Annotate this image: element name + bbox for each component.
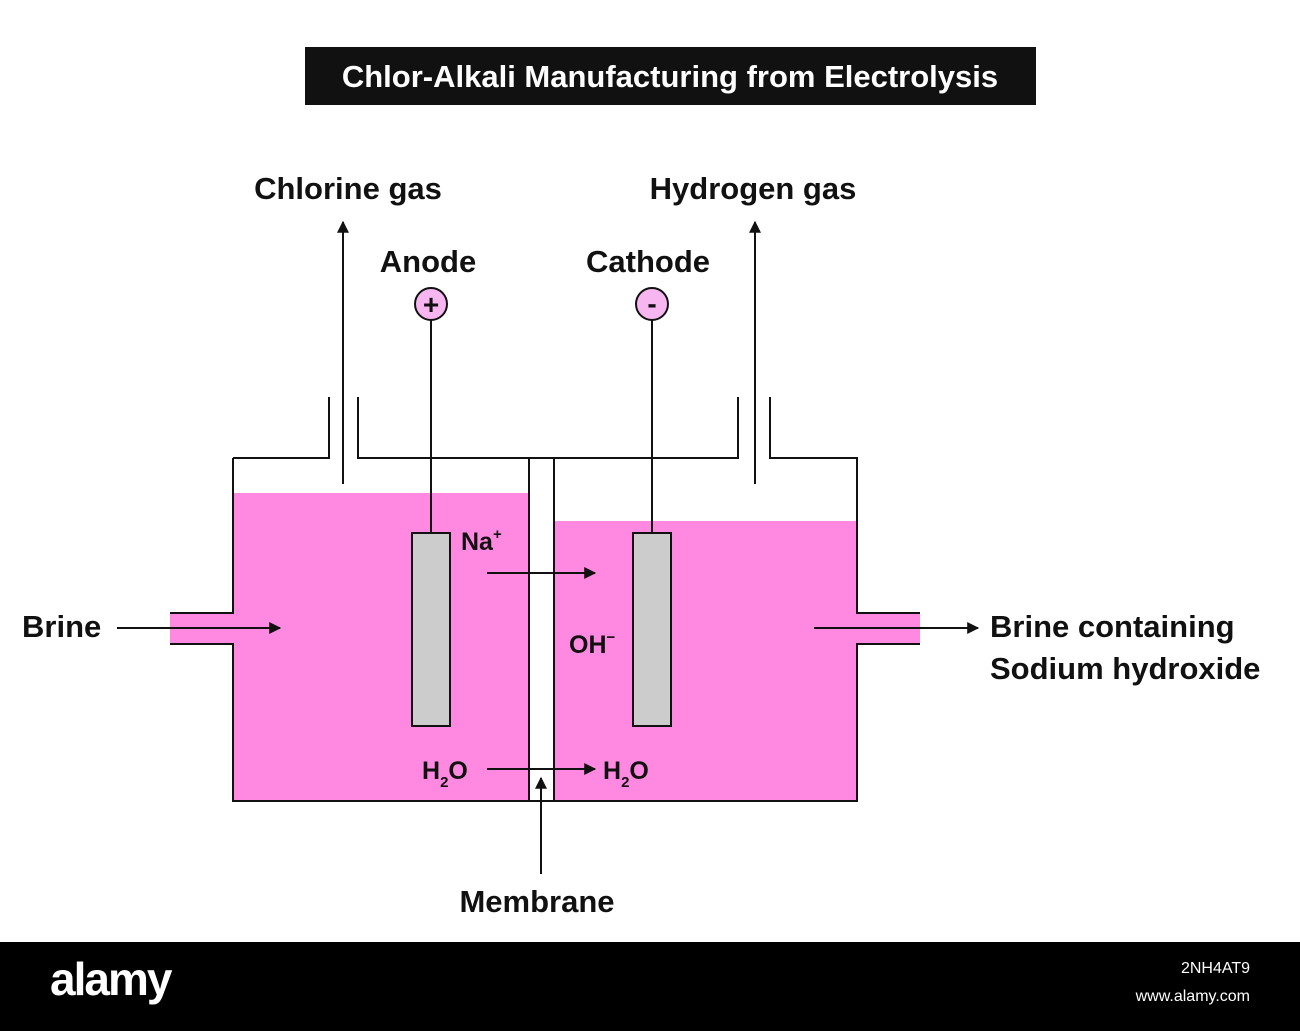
cathode-compartment-solution [554, 521, 857, 801]
water-left-subscript: 2 [440, 774, 448, 791]
cathode-label: Cathode [586, 244, 710, 279]
water-right-subscript: 2 [621, 774, 629, 791]
cathode-terminal-sign: - [647, 288, 656, 319]
water-right-label: H2O [603, 757, 649, 791]
cathode-terminal [635, 287, 669, 321]
water-left-h: H [422, 757, 440, 785]
watermark-url: www.alamy.com [1135, 988, 1250, 1005]
title-background [305, 47, 1036, 105]
anode-compartment-solution [233, 493, 529, 801]
sodium-ion-label: Na+ [461, 526, 502, 556]
diagram-title: Chlor-Alkali Manufacturing from Electrol… [342, 59, 998, 94]
cathode-electrode [632, 532, 672, 727]
anode-label: Anode [380, 244, 476, 279]
anode-electrode [411, 532, 451, 727]
water-left-label: H2O [422, 757, 468, 791]
sodium-ion-charge: + [493, 526, 502, 543]
membrane [528, 457, 555, 802]
watermark-image-id: 2NH4AT9 [1180, 960, 1250, 977]
water-right-h: H [603, 757, 621, 785]
chlorine-gas-label: Chlorine gas [254, 171, 442, 206]
water-left-o: O [448, 757, 467, 785]
watermark-brand: alamy [50, 953, 172, 1005]
brine-in-label: Brine [22, 609, 101, 644]
brine-out-label-line2: Sodium hydroxide [990, 651, 1260, 686]
sodium-ion-symbol: Na [461, 528, 494, 556]
electrolysis-diagram: Chlor-Alkali Manufacturing from Electrol… [22, 47, 1260, 919]
hydroxide-ion-symbol: OH [569, 631, 607, 659]
hydrogen-gas-label: Hydrogen gas [650, 171, 857, 206]
hydroxide-ion-label: OH− [569, 629, 616, 659]
anode-terminal [414, 287, 448, 321]
anode-terminal-sign: + [423, 289, 439, 320]
membrane-label: Membrane [459, 884, 614, 919]
brine-out-label-line1: Brine containing [990, 609, 1235, 644]
water-right-o: O [629, 757, 648, 785]
hydroxide-ion-charge: − [607, 629, 616, 646]
watermark-footer [0, 942, 1300, 1031]
